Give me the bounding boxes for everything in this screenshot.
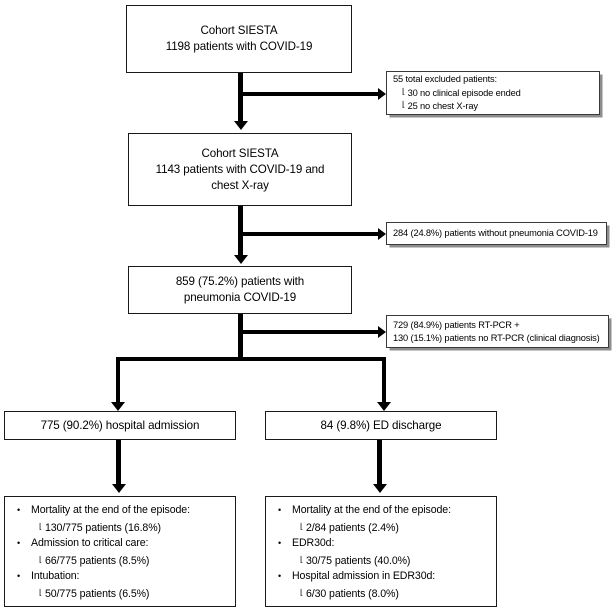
connector-split-left — [116, 357, 120, 405]
connector-trunk-1 — [238, 73, 243, 124]
arrow-to-ed-discharge — [377, 402, 391, 411]
outcome-label: Hospital admission in EDR30d: — [272, 569, 492, 585]
outcome-label: Admission to critical care: — [11, 536, 231, 552]
outcome-label: Intubation: — [11, 569, 231, 585]
connector-trunk-3 — [238, 314, 243, 360]
cohort-second-line1: Cohort SIESTA — [201, 146, 279, 160]
cohort-second-line2: 1143 patients with COVID-19 and — [155, 162, 325, 176]
arrow-to-hospital-admission — [111, 402, 125, 411]
connector-split-right — [382, 357, 386, 405]
hospital-admission-label: 775 (90.2%) hospital admission — [40, 418, 200, 432]
arrow-to-rtpcr — [378, 326, 386, 338]
no-pneumonia-line1: 284 (24.8%) patients without pneumonia C… — [393, 228, 598, 239]
arrow-to-cohort-second — [233, 121, 248, 130]
note-rtpcr: 729 (84.9%) patients RT-PCR + 130 (15.1%… — [386, 315, 609, 348]
outcome-value: ⌊ 50/775 patients (6.5%) — [39, 587, 150, 600]
node-hospital-admission: 775 (90.2%) hospital admission — [4, 411, 236, 440]
outcome-label: Mortality at the end of the episode: — [272, 503, 492, 519]
outcome-value: ⌊ 6/30 patients (8.0%) — [300, 587, 399, 600]
outcomes-ed-box: Mortality at the end of the episode: ⌊ 2… — [265, 496, 497, 607]
cohort-second-line3: chest X-ray — [211, 178, 269, 192]
hook-glyph-icon: ⌊ — [402, 100, 406, 110]
ed-discharge-label: 84 (9.8%) ED discharge — [320, 418, 442, 432]
outcome-value: ⌊ 130/775 patients (16.8%) — [39, 521, 161, 534]
connector-trunk-2 — [238, 206, 243, 258]
outcome-label: EDR30d: — [272, 536, 492, 552]
arrow-to-no-pneumonia — [378, 228, 386, 240]
node-pneumonia: 859 (75.2%) patients with pneumonia COVI… — [128, 266, 352, 314]
connector-to-no-pneumonia — [241, 232, 380, 236]
hook-glyph-icon: ⌊ — [39, 554, 43, 564]
arrow-to-hospital-outcomes — [111, 484, 126, 493]
note-no-pneumonia: 284 (24.8%) patients without pneumonia C… — [386, 222, 607, 245]
connector-hospital-to-outcomes — [116, 440, 121, 487]
outcomes-hospital-box: Mortality at the end of the episode: ⌊ 1… — [4, 496, 236, 607]
connector-to-rtpcr — [241, 330, 380, 334]
connector-to-excluded — [241, 92, 380, 96]
arrow-to-pneumonia — [233, 255, 248, 264]
pneumonia-line1: 859 (75.2%) patients with — [175, 275, 305, 288]
excluded-line2: ⌊ 30 no clinical episode ended — [402, 86, 521, 98]
note-excluded-patients: 55 total excluded patients: ⌊ 30 no clin… — [386, 71, 600, 115]
hook-glyph-icon: ⌊ — [300, 521, 304, 531]
excluded-line3: ⌊ 25 no chest X-ray — [402, 100, 478, 112]
outcome-value: ⌊ 30/75 patients (40.0%) — [300, 554, 411, 567]
rtpcr-line2: 130 (15.1%) patients no RT-PCR (clinical… — [393, 332, 600, 343]
connector-ed-to-outcomes — [377, 440, 382, 487]
rtpcr-line1: 729 (84.9%) patients RT-PCR + — [393, 320, 520, 331]
hook-glyph-icon: ⌊ — [300, 554, 304, 564]
hook-glyph-icon: ⌊ — [39, 587, 43, 597]
cohort-top-line2: 1198 patients with COVID-19 — [165, 40, 313, 53]
hook-glyph-icon: ⌊ — [402, 86, 406, 96]
node-cohort-top: Cohort SIESTA 1198 patients with COVID-1… — [126, 5, 352, 73]
cohort-top-line1: Cohort SIESTA — [200, 24, 278, 37]
arrow-to-ed-outcomes — [372, 484, 387, 493]
node-ed-discharge: 84 (9.8%) ED discharge — [265, 411, 497, 440]
hook-glyph-icon: ⌊ — [39, 521, 43, 531]
outcome-value: ⌊ 66/775 patients (8.5%) — [39, 554, 150, 567]
hook-glyph-icon: ⌊ — [300, 587, 304, 597]
outcome-label: Mortality at the end of the episode: — [11, 503, 231, 519]
arrow-to-excluded — [378, 88, 386, 100]
excluded-line1: 55 total excluded patients: — [393, 74, 497, 85]
connector-split-bar — [116, 357, 386, 361]
node-cohort-second: Cohort SIESTA 1143 patients with COVID-1… — [128, 133, 352, 206]
outcome-value: ⌊ 2/84 patients (2.4%) — [300, 521, 399, 534]
pneumonia-line2: pneumonia COVID-19 — [183, 291, 297, 304]
